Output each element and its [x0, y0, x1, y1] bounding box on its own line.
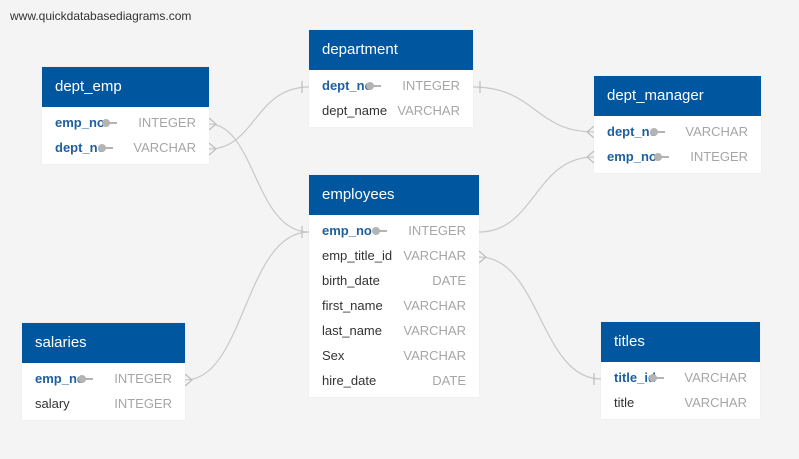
column-type: INTEGER: [690, 149, 748, 164]
relationship-line: [472, 86, 595, 133]
column-name: first_name: [322, 298, 383, 313]
column-row[interactable]: dept_no VARCHAR: [594, 119, 761, 144]
key-icon: [98, 144, 114, 152]
column-row[interactable]: emp_no INTEGER: [22, 366, 185, 391]
table-dept_manager[interactable]: dept_manager dept_no VARCHAR emp_no INTEGER: [594, 76, 761, 173]
column-type: VARCHAR: [685, 124, 748, 139]
table-header[interactable]: dept_emp: [42, 67, 209, 107]
column-row[interactable]: emp_no INTEGER: [309, 218, 479, 243]
column-name: birth_date: [322, 273, 380, 288]
column-name: dept_no: [55, 140, 106, 155]
table-header[interactable]: department: [309, 30, 473, 70]
column-type: INTEGER: [402, 78, 460, 93]
table-department[interactable]: department dept_no INTEGER dept_name VARCHAR: [309, 30, 473, 127]
column-name: title_id: [614, 370, 656, 385]
table-header[interactable]: titles: [601, 322, 760, 362]
column-row[interactable]: Sex VARCHAR: [309, 343, 479, 368]
column-row[interactable]: dept_no INTEGER: [309, 73, 473, 98]
key-icon: [650, 128, 666, 136]
key-icon: [366, 82, 382, 90]
column-type: VARCHAR: [403, 348, 466, 363]
column-row[interactable]: hire_date DATE: [309, 368, 479, 393]
column-type: VARCHAR: [403, 323, 466, 338]
table-header[interactable]: salaries: [22, 323, 185, 363]
key-icon: [78, 375, 94, 383]
column-row[interactable]: title_id VARCHAR: [601, 365, 760, 390]
table-dept_emp[interactable]: dept_emp emp_no INTEGER dept_no VARCHAR: [42, 67, 209, 164]
column-row[interactable]: emp_no INTEGER: [42, 110, 209, 135]
column-type: VARCHAR: [684, 395, 747, 410]
column-type: VARCHAR: [684, 370, 747, 385]
column-name: salary: [35, 396, 70, 411]
column-name: emp_no: [322, 223, 372, 238]
column-row[interactable]: emp_no INTEGER: [594, 144, 761, 169]
column-name: emp_no: [55, 115, 105, 130]
column-row[interactable]: title VARCHAR: [601, 390, 760, 415]
site-watermark: www.quickdatabasediagrams.com: [10, 9, 192, 23]
column-name: title: [614, 395, 635, 410]
column-row[interactable]: birth_date DATE: [309, 268, 479, 293]
many-marker: [208, 142, 217, 156]
column-row[interactable]: emp_title_id VARCHAR: [309, 243, 479, 268]
column-row[interactable]: salary INTEGER: [22, 391, 185, 416]
column-type: VARCHAR: [133, 140, 196, 155]
key-icon: [654, 153, 670, 161]
column-type: VARCHAR: [403, 248, 466, 263]
column-row[interactable]: last_name VARCHAR: [309, 318, 479, 343]
key-icon: [649, 374, 665, 382]
column-name: emp_no: [607, 149, 657, 164]
column-name: last_name: [322, 323, 382, 338]
column-type: INTEGER: [138, 115, 196, 130]
key-icon: [372, 227, 388, 235]
column-row[interactable]: first_name VARCHAR: [309, 293, 479, 318]
column-name: dept_no: [322, 78, 373, 93]
relationship-line: [208, 123, 310, 233]
key-icon: [102, 119, 118, 127]
relationship-line: [478, 156, 595, 233]
many-marker: [586, 125, 595, 139]
many-marker: [478, 250, 487, 264]
relationship-line: [208, 86, 310, 150]
relationship-line: [184, 231, 310, 381]
column-name: emp_title_id: [322, 248, 393, 263]
many-marker: [208, 117, 217, 131]
column-name: Sex: [322, 348, 345, 363]
many-marker: [184, 373, 193, 387]
column-row[interactable]: dept_no VARCHAR: [42, 135, 209, 160]
column-type: INTEGER: [114, 396, 172, 411]
column-name: dept_name: [322, 103, 388, 118]
relationship-line: [478, 256, 602, 380]
table-header[interactable]: dept_manager: [594, 76, 761, 116]
column-type: VARCHAR: [403, 298, 466, 313]
column-row[interactable]: dept_name VARCHAR: [309, 98, 473, 123]
table-header[interactable]: employees: [309, 175, 479, 215]
column-type: INTEGER: [114, 371, 172, 386]
column-type: INTEGER: [408, 223, 466, 238]
many-marker: [586, 150, 595, 164]
column-type: DATE: [432, 373, 466, 388]
column-type: VARCHAR: [397, 103, 460, 118]
column-type: DATE: [432, 273, 466, 288]
column-name: emp_no: [35, 371, 85, 386]
column-name: dept_no: [607, 124, 658, 139]
column-name: hire_date: [322, 373, 377, 388]
